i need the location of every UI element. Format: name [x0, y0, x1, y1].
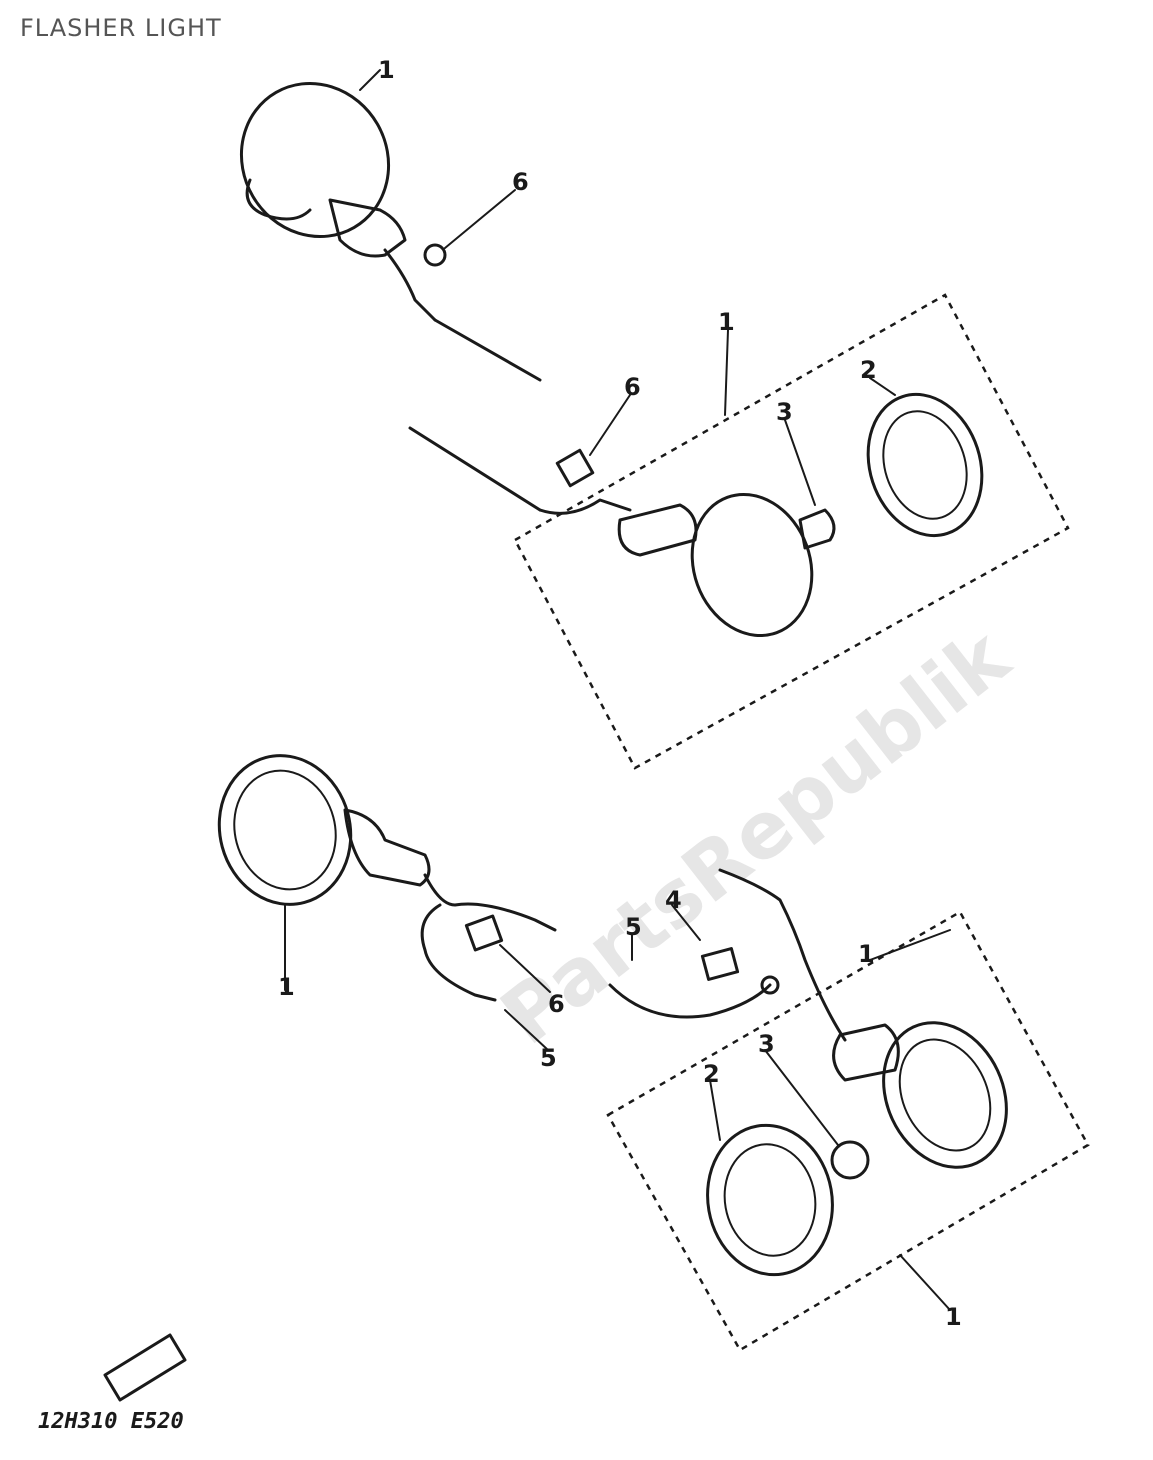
- lamp-lead: [433, 318, 542, 382]
- lamp-wire: [383, 248, 437, 322]
- footer: 12H310 E520: [38, 1333, 187, 1434]
- leader-line: [764, 1049, 839, 1146]
- leader-line: [869, 929, 951, 961]
- callout-label: 1: [278, 973, 295, 1001]
- leader-line: [724, 329, 729, 416]
- lamp-socket: [555, 448, 595, 488]
- callout-label: 2: [860, 356, 877, 384]
- housing-inner: [898, 1038, 992, 1152]
- grommet: [700, 947, 740, 981]
- leader-line: [899, 1254, 951, 1311]
- leader-line: [499, 944, 551, 993]
- lamp-housing: [882, 1021, 1008, 1169]
- lamp-wire: [608, 983, 772, 1019]
- leader-line: [709, 1079, 721, 1141]
- wire-plug: [760, 975, 780, 995]
- lamp-socket: [423, 243, 447, 267]
- lamp-housing-edge: [245, 178, 312, 221]
- lamp-housing: [690, 492, 814, 638]
- callout-label: 3: [758, 1030, 775, 1058]
- callout-label: 1: [378, 56, 395, 84]
- lamp-lead: [408, 426, 542, 512]
- diagram-code: 12H310 E520: [38, 1409, 184, 1434]
- bottom-left-flasher-assembly: 6 5 1: [217, 754, 565, 1072]
- leader-line: [444, 189, 516, 249]
- lamp-stem: [832, 1023, 900, 1082]
- callout-label: 5: [540, 1044, 557, 1072]
- callout-label: 1: [945, 1303, 962, 1331]
- bulb: [830, 1140, 870, 1180]
- bottom-right-flasher-assembly: 4 5 1 3 2 1: [606, 868, 1090, 1352]
- lens-inner: [233, 769, 337, 891]
- callout-label: 1: [858, 940, 875, 968]
- lamp-stem: [328, 198, 407, 258]
- lamp-lens: [706, 1123, 834, 1277]
- callout-label: 6: [624, 373, 641, 401]
- lamp-lens: [239, 81, 391, 239]
- callout-label: 3: [776, 398, 793, 426]
- top-right-flasher-assembly: 1 2 3 6: [408, 293, 1070, 770]
- orientation-marker-icon: [103, 1333, 187, 1402]
- exploded-frame: [513, 293, 1070, 770]
- leader-line: [589, 394, 631, 456]
- callout-label: 5: [625, 913, 642, 941]
- lamp-lens: [866, 392, 984, 538]
- callout-label: 4: [665, 886, 682, 914]
- leader-line: [671, 904, 701, 941]
- leader-line: [504, 1009, 549, 1051]
- leader-line: [359, 69, 381, 91]
- lamp-stem: [343, 808, 431, 887]
- callout-label: 1: [718, 308, 735, 336]
- leader-line: [869, 377, 896, 396]
- lamp-wire: [420, 903, 497, 1002]
- lamp-stem: [617, 503, 698, 557]
- callout-label: 6: [548, 990, 565, 1018]
- callout-label: 6: [512, 168, 529, 196]
- lamp-lens: [217, 754, 353, 906]
- leader-line: [784, 419, 816, 506]
- lamp-wire: [423, 873, 557, 932]
- exploded-frame: [606, 910, 1090, 1352]
- lens-inner: [882, 410, 968, 520]
- page-title: FLASHER LIGHT: [20, 14, 222, 42]
- bulb: [798, 508, 836, 550]
- callout-label: 2: [703, 1060, 720, 1088]
- lamp-socket: [464, 914, 504, 952]
- top-left-flasher-assembly: 1 6: [239, 56, 542, 382]
- lamp-lead: [718, 868, 847, 1042]
- lamp-wire: [538, 498, 632, 515]
- lens-inner: [723, 1143, 817, 1257]
